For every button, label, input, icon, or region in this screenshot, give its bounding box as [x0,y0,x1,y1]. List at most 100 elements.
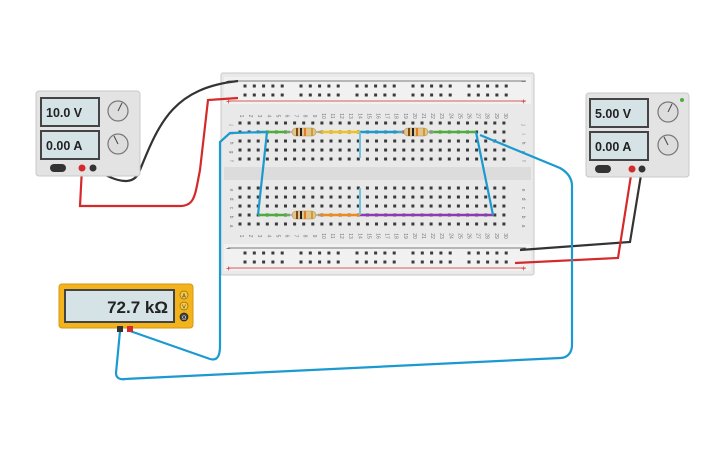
breadboard-hole[interactable] [302,186,306,190]
breadboard-hole[interactable] [256,121,260,125]
breadboard-hole[interactable] [502,222,506,226]
breadboard-hole[interactable] [383,260,387,264]
breadboard-hole[interactable] [438,121,442,125]
breadboard-hole[interactable] [252,93,256,97]
breadboard-hole[interactable] [486,260,490,264]
breadboard-hole[interactable] [447,148,451,152]
breadboard-hole[interactable] [365,148,369,152]
breadboard-hole[interactable] [448,84,452,88]
breadboard-hole[interactable] [365,139,369,143]
breadboard-hole[interactable] [247,139,251,143]
breadboard-hole[interactable] [238,148,242,152]
breadboard-hole[interactable] [456,186,460,190]
breadboard-hole[interactable] [338,148,342,152]
breadboard-hole[interactable] [502,121,506,125]
breadboard-hole[interactable] [439,251,443,255]
breadboard-hole[interactable] [247,121,251,125]
breadboard-hole[interactable] [265,139,269,143]
breadboard-hole[interactable] [484,222,488,226]
breadboard-hole[interactable] [374,84,378,88]
breadboard-hole[interactable] [284,139,287,143]
breadboard-hole[interactable] [411,222,415,226]
breadboard-hole[interactable] [375,195,378,199]
breadboard-hole[interactable] [238,222,242,226]
breadboard-hole[interactable] [411,186,415,190]
breadboard-hole[interactable] [392,260,396,264]
breadboard-hole[interactable] [280,93,284,97]
breadboard-hole[interactable] [302,195,306,199]
breadboard-hole[interactable] [402,139,406,143]
breadboard-hole[interactable] [447,195,451,199]
breadboard-hole[interactable] [302,148,306,152]
breadboard-hole[interactable] [284,148,287,152]
breadboard-hole[interactable] [356,195,360,199]
breadboard-hole[interactable] [274,121,278,125]
breadboard-hole[interactable] [484,121,488,125]
breadboard-hole[interactable] [271,84,275,88]
breadboard-hole[interactable] [447,157,451,161]
breadboard-hole[interactable] [495,93,499,97]
breadboard-hole[interactable] [318,260,322,264]
breadboard-hole[interactable] [356,222,360,226]
breadboard-hole[interactable] [438,222,442,226]
wire-blue-probe[interactable] [114,133,574,381]
breadboard-hole[interactable] [467,93,471,97]
breadboard-hole[interactable] [252,251,256,255]
breadboard-hole[interactable] [466,139,469,143]
breadboard-hole[interactable] [484,139,488,143]
breadboard-hole[interactable] [420,148,424,152]
breadboard-hole[interactable] [438,139,442,143]
breadboard-hole[interactable] [393,222,397,226]
breadboard-hole[interactable] [284,186,287,190]
breadboard-hole[interactable] [262,93,266,97]
breadboard-hole[interactable] [476,251,480,255]
breadboard-hole[interactable] [493,121,497,125]
breadboard-hole[interactable] [347,222,351,226]
breadboard-hole[interactable] [238,121,242,125]
breadboard-hole[interactable] [311,148,315,152]
breadboard-hole[interactable] [411,148,415,152]
breadboard-hole[interactable] [475,157,479,161]
breadboard-hole[interactable] [502,139,506,143]
breadboard-hole[interactable] [247,195,251,199]
power-switch[interactable] [50,164,66,172]
breadboard-hole[interactable] [375,204,378,208]
breadboard-hole[interactable] [429,148,433,152]
breadboard-hole[interactable] [447,121,451,125]
breadboard-hole[interactable] [238,157,242,161]
breadboard-hole[interactable] [256,186,260,190]
breadboard-hole[interactable] [484,195,488,199]
breadboard-hole[interactable] [447,186,451,190]
breadboard-hole[interactable] [256,148,260,152]
breadboard-hole[interactable] [383,93,387,97]
breadboard-hole[interactable] [393,139,397,143]
breadboard-hole[interactable] [392,93,396,97]
breadboard-hole[interactable] [402,121,406,125]
breadboard-hole[interactable] [402,157,406,161]
breadboard-hole[interactable] [411,139,415,143]
breadboard-hole[interactable] [308,260,312,264]
breadboard-hole[interactable] [329,186,333,190]
breadboard-hole[interactable] [476,260,480,264]
breadboard-hole[interactable] [356,204,360,208]
breadboard-hole[interactable] [420,139,424,143]
breadboard-hole[interactable] [365,157,369,161]
breadboard-hole[interactable] [504,251,508,255]
breadboard-hole[interactable] [493,222,497,226]
breadboard-hole[interactable] [364,93,368,97]
breadboard-hole[interactable] [356,121,360,125]
breadboard-hole[interactable] [420,84,424,88]
breadboard-hole[interactable] [338,195,342,199]
breadboard-hole[interactable] [338,121,342,125]
negative-terminal[interactable] [89,164,97,172]
breadboard-hole[interactable] [384,195,388,199]
breadboard-hole[interactable] [439,93,443,97]
wire-red[interactable] [78,96,239,208]
breadboard-hole[interactable] [274,186,278,190]
breadboard-hole[interactable] [466,186,469,190]
breadboard-hole[interactable] [329,148,333,152]
breadboard-hole[interactable] [318,251,322,255]
breadboard-hole[interactable] [338,222,342,226]
breadboard-hole[interactable] [504,84,508,88]
